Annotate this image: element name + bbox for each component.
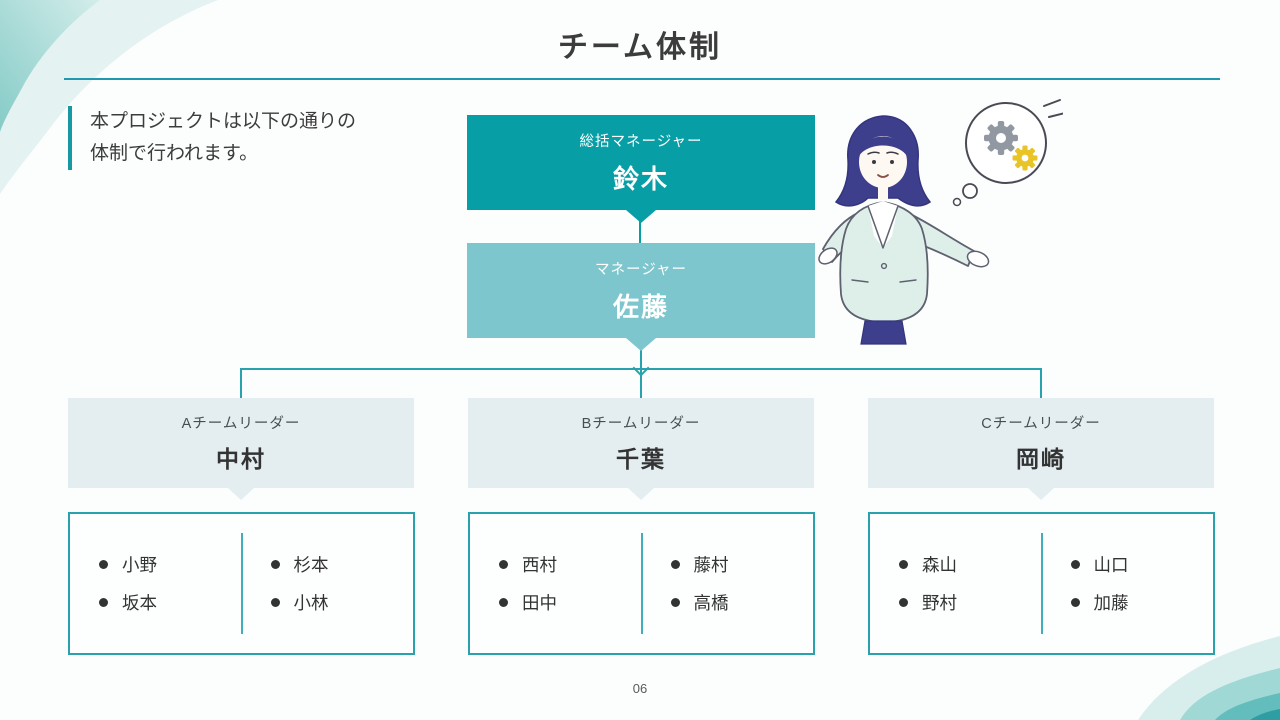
member-column-divider <box>640 533 643 634</box>
member-name: 杉本 <box>293 555 329 575</box>
member-name: 森山 <box>922 555 957 575</box>
member-column-divider <box>240 533 243 634</box>
bullet-icon <box>499 598 508 607</box>
member-name: 坂本 <box>122 593 157 613</box>
woman-figure <box>818 115 990 345</box>
connector-gm-to-manager <box>639 208 641 246</box>
team-c-members-box: 森山 野村 山口 加藤 <box>868 512 1215 655</box>
connector-manager-to-bus <box>640 350 642 369</box>
connector-arrow-icon <box>632 359 650 377</box>
connector-drop-team-c <box>1040 369 1042 398</box>
team-c-leader-name: 岡崎 <box>1016 446 1066 472</box>
bullet-icon <box>670 598 680 607</box>
member-name: 高橋 <box>693 593 729 613</box>
member-name: 小野 <box>122 555 157 575</box>
team-c-members-left-column: 森山 野村 <box>870 514 1042 653</box>
businesswoman-illustration <box>818 99 1063 345</box>
intro-block: 本プロジェクトは以下の通りの 体制で行われます。 <box>68 106 356 170</box>
team-a-members-left-column: 小野 坂本 <box>70 514 242 653</box>
general-manager-name: 鈴木 <box>612 163 669 194</box>
team-a-leader-name: 中村 <box>216 446 266 472</box>
member-item: 田中 <box>499 590 642 615</box>
bullet-icon <box>270 560 280 569</box>
box-pointer-down <box>228 488 254 500</box>
member-item: 藤村 <box>670 552 814 577</box>
bullet-icon <box>670 560 680 569</box>
page-title: チーム体制 <box>557 31 723 64</box>
team-b-leader-box: Bチームリーダー 千葉 <box>468 398 814 500</box>
team-c-leader-box: Cチームリーダー 岡崎 <box>868 398 1214 500</box>
team-a-role-label: Aチームリーダー <box>181 416 301 432</box>
manager-box: マネージャー 佐藤 <box>467 243 815 351</box>
member-name: 西村 <box>522 555 557 575</box>
team-a-members-box: 小野 坂本 杉本 小林 <box>68 512 415 655</box>
intro-line-1: 本プロジェクトは以下の通りの <box>90 111 357 132</box>
member-item: 西村 <box>499 552 642 577</box>
intro-line-2: 体制で行われます。 <box>90 143 259 164</box>
member-item: 山口 <box>1070 552 1214 577</box>
team-b-members-left-column: 西村 田中 <box>470 514 642 653</box>
member-name: 藤村 <box>693 555 729 575</box>
member-name: 田中 <box>522 593 557 613</box>
bullet-icon <box>270 598 280 607</box>
team-b-leader-name: 千葉 <box>616 446 666 472</box>
bullet-icon <box>899 598 908 607</box>
member-name: 野村 <box>922 593 957 613</box>
bullet-icon <box>899 560 908 569</box>
manager-role-label: マネージャー <box>595 261 687 278</box>
general-manager-box: 総括マネージャー 鈴木 <box>467 115 815 223</box>
member-item: 加藤 <box>1070 590 1214 615</box>
title-underline <box>64 78 1220 80</box>
box-pointer-down <box>628 488 654 500</box>
box-pointer-down <box>626 338 656 351</box>
member-item: 森山 <box>899 552 1042 577</box>
box-pointer-down <box>1028 488 1054 500</box>
team-b-role-label: Bチームリーダー <box>581 416 701 432</box>
bullet-icon <box>99 560 108 569</box>
member-item: 小林 <box>270 590 414 615</box>
thought-bubble-icon <box>952 99 1063 207</box>
member-column-divider <box>1040 533 1043 634</box>
member-item: 杉本 <box>270 552 414 577</box>
gear-icon <box>984 121 1018 155</box>
gear-icon <box>1012 145 1038 171</box>
page-number: 06 <box>632 681 648 696</box>
manager-name: 佐藤 <box>612 291 669 322</box>
team-b-members-box: 西村 田中 藤村 高橋 <box>468 512 815 655</box>
team-a-leader-box: Aチームリーダー 中村 <box>68 398 414 500</box>
bullet-icon <box>1070 598 1080 607</box>
member-item: 野村 <box>899 590 1042 615</box>
bullet-icon <box>99 598 108 607</box>
member-item: 高橋 <box>670 590 814 615</box>
bullet-icon <box>499 560 508 569</box>
bullet-icon <box>1070 560 1080 569</box>
general-manager-role-label: 総括マネージャー <box>579 133 703 150</box>
member-name: 山口 <box>1093 555 1129 575</box>
team-c-members-right-column: 山口 加藤 <box>1042 514 1214 653</box>
team-b-members-right-column: 藤村 高橋 <box>642 514 814 653</box>
member-name: 小林 <box>293 593 329 613</box>
member-item: 坂本 <box>99 590 242 615</box>
intro-accent-bar <box>68 106 72 170</box>
connector-drop-team-a <box>240 369 242 398</box>
member-name: 加藤 <box>1093 593 1129 613</box>
team-a-members-right-column: 杉本 小林 <box>242 514 414 653</box>
team-c-role-label: Cチームリーダー <box>981 416 1101 432</box>
connector-drop-team-b <box>640 369 642 398</box>
box-pointer-down <box>626 210 656 223</box>
member-item: 小野 <box>99 552 242 577</box>
intro-text: 本プロジェクトは以下の通りの 体制で行われます。 <box>90 106 356 170</box>
